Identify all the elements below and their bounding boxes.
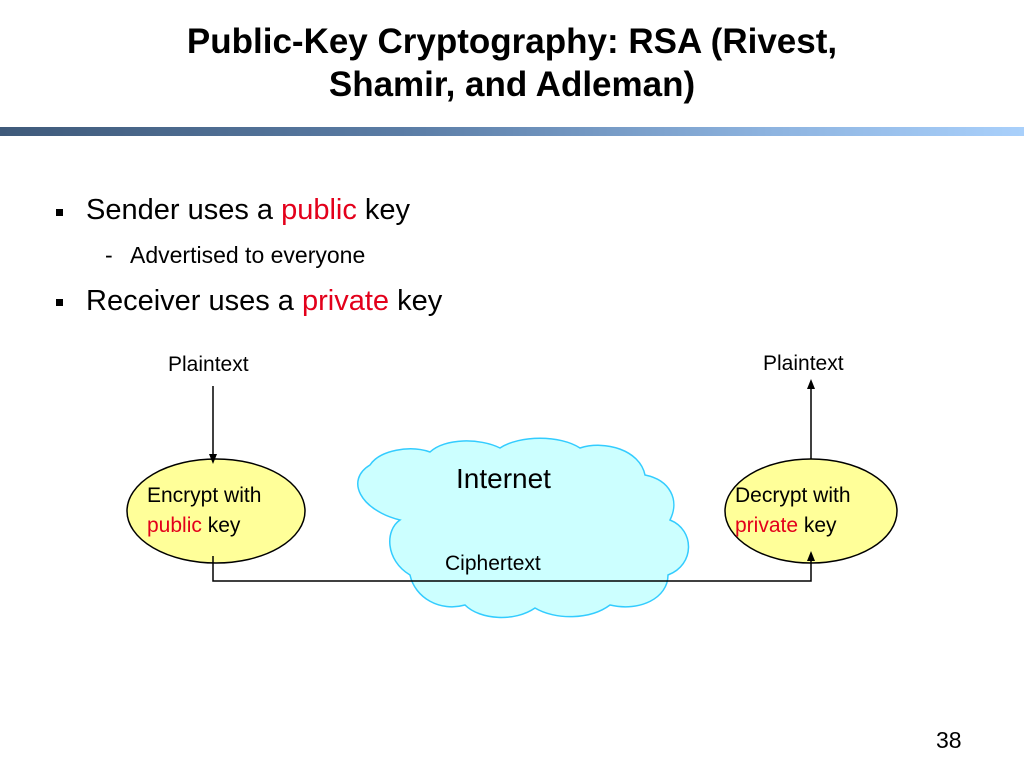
bullet-receiver-highlight: private: [302, 285, 390, 317]
internet-cloud: [357, 437, 690, 619]
decrypt-key-highlight: private: [735, 514, 799, 537]
ciphertext-label: Ciphertext: [445, 552, 541, 575]
slide-title: Public-Key Cryptography: RSA (Rivest, Sh…: [0, 20, 1024, 106]
bullet-marker-icon: [56, 299, 63, 306]
encrypt-label-line-2: public key: [147, 511, 261, 541]
sub-bullet-dash: -: [105, 242, 113, 268]
decrypt-label: Decrypt with private key: [735, 481, 851, 541]
plaintext-right-label: Plaintext: [763, 352, 844, 375]
decrypt-label-line-2: private key: [735, 511, 851, 541]
bullet-receiver-suffix: key: [389, 285, 443, 317]
internet-label: Internet: [456, 463, 551, 494]
title-divider: [0, 127, 1024, 136]
ciphertext-channel-arrow: [212, 551, 815, 582]
bullet-sender-prefix: Sender uses a: [86, 194, 282, 226]
decrypt-label-line-1: Decrypt with: [735, 484, 851, 507]
slide-title-line-1: Public-Key Cryptography: RSA (Rivest,: [186, 22, 838, 61]
encrypt-key-highlight: public: [147, 514, 202, 537]
bullet-sender-highlight: public: [281, 194, 357, 226]
bullet-receiver: Receiver uses a private key: [86, 283, 442, 319]
bullet-sender: Sender uses a public key: [86, 192, 410, 228]
slide-title-line-2: Shamir, and Adleman): [328, 65, 696, 104]
decrypt-key-suffix: key: [798, 514, 837, 537]
bullet-sender-suffix: key: [356, 194, 411, 226]
slide-number: 38: [936, 727, 962, 753]
encrypt-key-suffix: key: [201, 514, 241, 537]
encrypt-label-line-1: Encrypt with: [147, 484, 262, 507]
plaintext-left-label: Plaintext: [168, 353, 249, 376]
bullet-receiver-prefix: Receiver uses a: [86, 285, 302, 317]
sub-bullet-advertised: -Advertised to everyone: [105, 240, 365, 270]
sub-bullet-text: Advertised to everyone: [130, 242, 366, 268]
bullet-marker-icon: [56, 209, 63, 216]
encrypt-label: Encrypt with public key: [147, 481, 261, 541]
